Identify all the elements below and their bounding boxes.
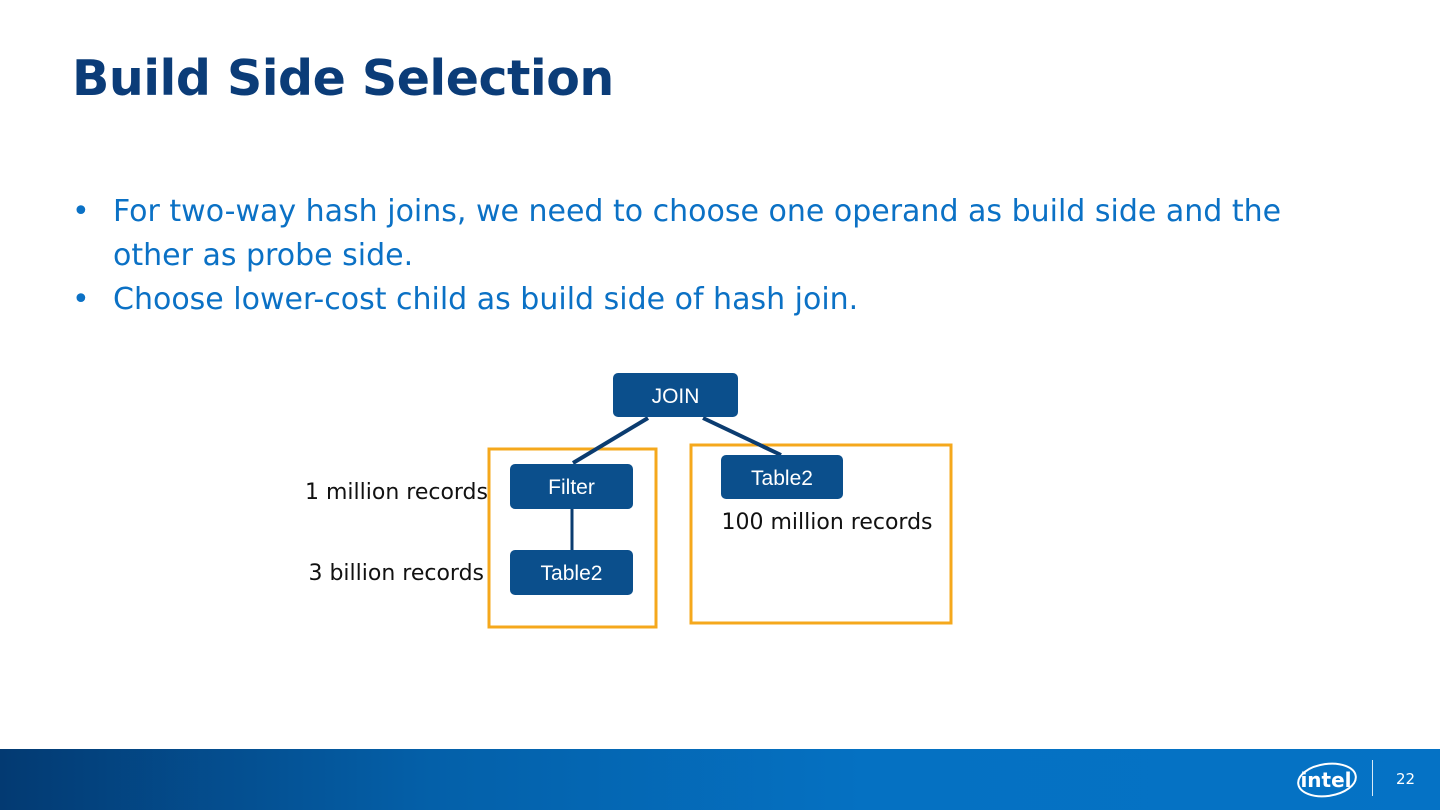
right-table-node-box [721,455,843,499]
bullet-dot: • [72,282,90,317]
bullet-item: • Choose lower-cost child as build side … [72,278,1362,322]
filter-node: Filter [510,464,633,509]
filter-node-label: Filter [548,476,595,499]
intel-logo-swoosh [1297,762,1357,798]
bullet-text: For two-way hash joins, we need to choos… [113,194,1282,273]
bullet-text: Choose lower-cost child as build side of… [113,282,859,317]
bullet-item: • For two-way hash joins, we need to cho… [72,190,1362,278]
edge-join-right-table [702,416,782,457]
left-table-records-annotation: 3 billion records [308,561,484,586]
filter-node-box [510,464,633,509]
right-table-node-label: Table2 [751,467,813,490]
bullet-list: • For two-way hash joins, we need to cho… [72,190,1362,322]
slide-title: Build Side Selection [72,50,614,107]
bullet-dot: • [72,194,90,229]
footer-divider [1372,760,1373,796]
left-table-node: Table2 [510,550,633,595]
filter-records-annotation: 1 million records [305,480,488,505]
left-table-node-box [510,550,633,595]
join-node-label: JOIN [652,385,700,408]
left-table-node-label: Table2 [541,562,603,585]
edge-join-filter [571,416,650,465]
join-plan-diagram: JOIN Filter Table2 Table2 1 million reco… [305,373,953,629]
footer-bar [0,749,1440,810]
intel-logo-text: intel [1300,768,1351,792]
left-subtree-highlight-box [487,447,658,629]
join-node: JOIN [613,373,738,417]
join-node-box [613,373,738,417]
page-number: 22 [1396,770,1416,788]
right-table-records-annotation: 100 million records [722,510,933,535]
right-table-node: Table2 [721,455,843,499]
right-subtree-highlight-box [689,443,953,625]
intel-logo-icon: intel [1297,762,1357,798]
